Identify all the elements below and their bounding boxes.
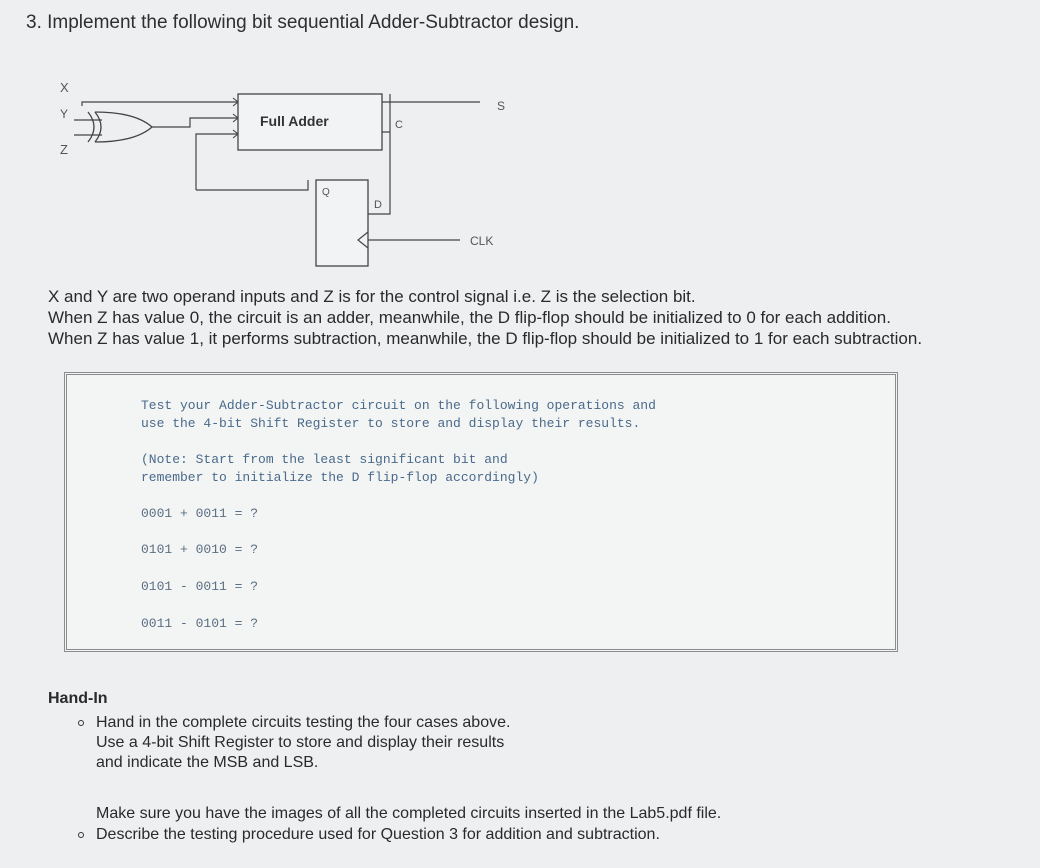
bullet-1-dot [78, 720, 84, 726]
input-z-label: Z [60, 142, 68, 157]
description-line-3: When Z has value 1, it performs subtract… [48, 329, 923, 348]
sum-label: S [497, 99, 505, 113]
xor-gate [74, 111, 153, 143]
clock-triangle [357, 231, 369, 249]
handin-bullet-1-line-2: Use a 4-bit Shift Register to store and … [96, 734, 505, 751]
test-note-line-1: (Note: Start from the least significant … [141, 452, 508, 467]
full-adder-label: Full Adder [260, 113, 329, 129]
test-operation-2: 0101 + 0010 = ? [141, 542, 259, 557]
description-line-2: When Z has value 0, the circuit is an ad… [48, 308, 891, 327]
clk-label: CLK [470, 234, 493, 248]
handin-note: Make sure you have the images of all the… [96, 805, 722, 822]
description-line-1: X and Y are two operand inputs and Z is … [48, 287, 696, 306]
d-flip-flop-block [315, 179, 369, 267]
input-x-label: X [60, 80, 69, 95]
q-label: Q [322, 187, 330, 198]
carry-feedback-wire [350, 94, 391, 215]
test-operation-4: 0011 - 0101 = ? [141, 616, 259, 631]
handin-bullet-2: Describe the testing procedure used for … [96, 826, 660, 843]
handin-bullet-1: Hand in the complete circuits testing th… [96, 713, 510, 773]
test-intro-line-1: Test your Adder-Subtractor circuit on th… [141, 398, 656, 413]
test-intro-line-2: use the 4-bit Shift Register to store an… [141, 416, 641, 431]
d-label: D [374, 199, 382, 211]
handin-heading: Hand-In [48, 690, 108, 707]
input-wires [81, 101, 309, 191]
carry-label: C [395, 119, 403, 131]
test-instructions-box: Test your Adder-Subtractor circuit on th… [64, 372, 898, 652]
description: X and Y are two operand inputs and Z is … [48, 286, 922, 349]
handin-bullet-1-line-1: Hand in the complete circuits testing th… [96, 714, 511, 731]
test-note-line-2: remember to initialize the D flip-flop a… [141, 470, 539, 485]
bullet-2-dot [78, 832, 84, 838]
handin-bullet-1-line-3: and indicate the MSB and LSB. [96, 754, 319, 771]
input-y-label: Y [60, 107, 68, 121]
page-title: 3. Implement the following bit sequentia… [26, 12, 580, 33]
test-operation-1: 0001 + 0011 = ? [141, 506, 259, 521]
adder-subtractor-circuit-diagram: X Y Z Full Adder C S Q D CLK [60, 80, 505, 267]
full-adder-block [237, 93, 383, 151]
test-operation-3: 0101 - 0011 = ? [141, 579, 259, 594]
